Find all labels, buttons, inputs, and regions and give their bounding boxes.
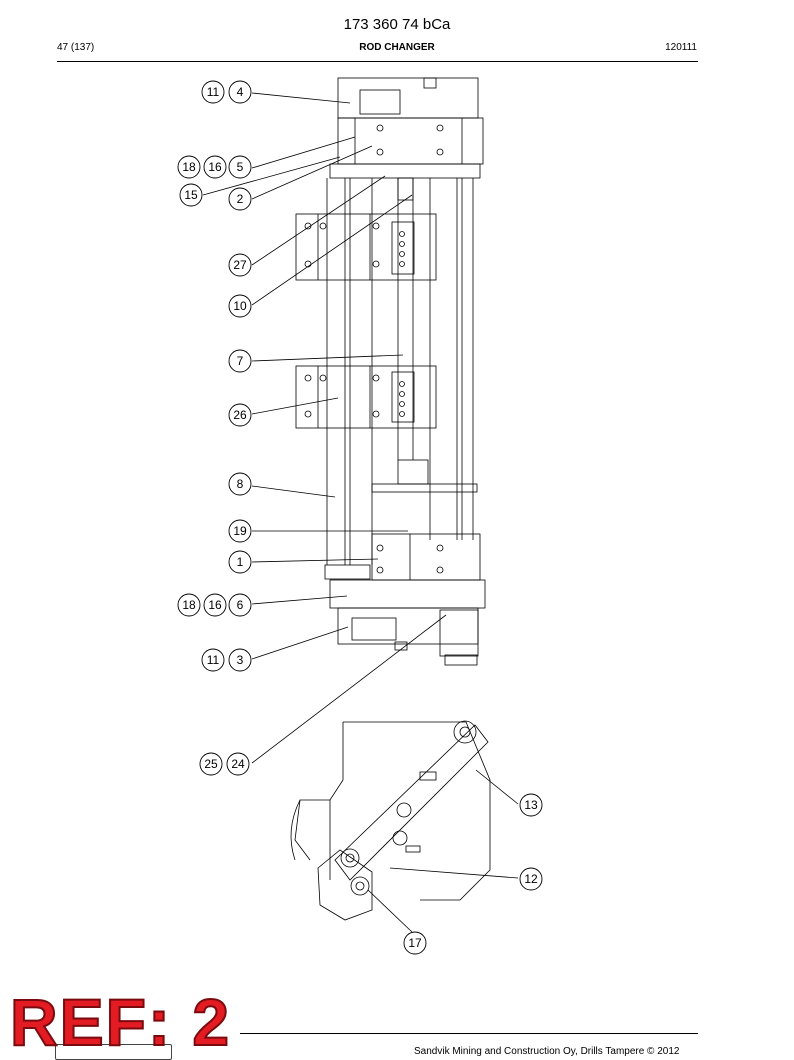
callout-bubble-2	[228, 187, 252, 211]
date-code: 120111	[665, 42, 697, 53]
callout-25: 25	[204, 757, 218, 771]
callout-bubble-3	[228, 648, 252, 672]
callout-bubble-25	[199, 752, 223, 776]
footer-divider	[240, 1033, 698, 1034]
section-title: ROD CHANGER	[359, 42, 435, 53]
callout-bubble-11-top	[201, 80, 225, 104]
callout-bubble-5	[228, 155, 252, 179]
callout-16-bottom: 16	[208, 598, 222, 612]
callout-8: 8	[237, 477, 244, 491]
callout-bubble-4	[228, 80, 252, 104]
callout-bubble-11-bottom	[201, 648, 225, 672]
callout-bubble-16-bottom	[203, 593, 227, 617]
swing-arm-view	[290, 720, 491, 921]
callout-bubble-7	[228, 349, 252, 373]
callout-13: 13	[524, 798, 538, 812]
callout-3: 3	[237, 653, 244, 667]
callout-17: 17	[408, 936, 422, 950]
callout-bubble-17	[403, 931, 427, 955]
callout-18-top: 18	[182, 160, 196, 174]
callout-11-bottom: 11	[207, 653, 220, 667]
callout-27: 27	[233, 258, 247, 272]
callout-2: 2	[237, 192, 244, 206]
rod-changer-assembly	[295, 77, 486, 666]
callout-bubble-27	[228, 253, 252, 277]
callout-10: 10	[233, 299, 247, 313]
callout-bubble-24	[226, 752, 250, 776]
callout-7: 7	[237, 354, 244, 368]
callout-bubble-6	[228, 593, 252, 617]
callout-bubble-18-bottom	[177, 593, 201, 617]
callout-bubble-12	[519, 867, 543, 891]
copyright-text: Sandvik Mining and Construction Oy, Dril…	[414, 1046, 680, 1057]
callout-bubble-8	[228, 472, 252, 496]
ref-stamp: REF: 2	[9, 984, 232, 1060]
callout-bubble-13	[519, 793, 543, 817]
callout-bubble-26	[228, 403, 252, 427]
callout-5: 5	[237, 160, 244, 174]
callout-bubble-10	[228, 294, 252, 318]
callout-bubble-18-top	[177, 155, 201, 179]
callout-4: 4	[237, 85, 244, 99]
page-number: 47 (137)	[57, 42, 95, 53]
callout-19: 19	[233, 524, 247, 538]
callout-16-top: 16	[208, 160, 222, 174]
callout-6: 6	[237, 598, 244, 612]
callout-bubble-1	[228, 550, 252, 574]
callout-1: 1	[237, 555, 244, 569]
callout-26: 26	[233, 408, 247, 422]
header-divider	[57, 61, 698, 62]
callout-15: 15	[184, 188, 198, 202]
callout-24: 24	[231, 757, 245, 771]
document-number: 173 360 74 bCa	[343, 16, 451, 33]
callout-11-top: 11	[207, 85, 220, 99]
callout-labels: 11 4 18 16 5 15 2 27 10 7 26 8 19 1 18 1…	[177, 80, 543, 955]
callout-12: 12	[524, 872, 538, 886]
callout-18-bottom: 18	[182, 598, 196, 612]
callout-bubble-16-top	[203, 155, 227, 179]
callout-bubble-15	[179, 183, 203, 207]
callout-bubble-19	[228, 519, 252, 543]
